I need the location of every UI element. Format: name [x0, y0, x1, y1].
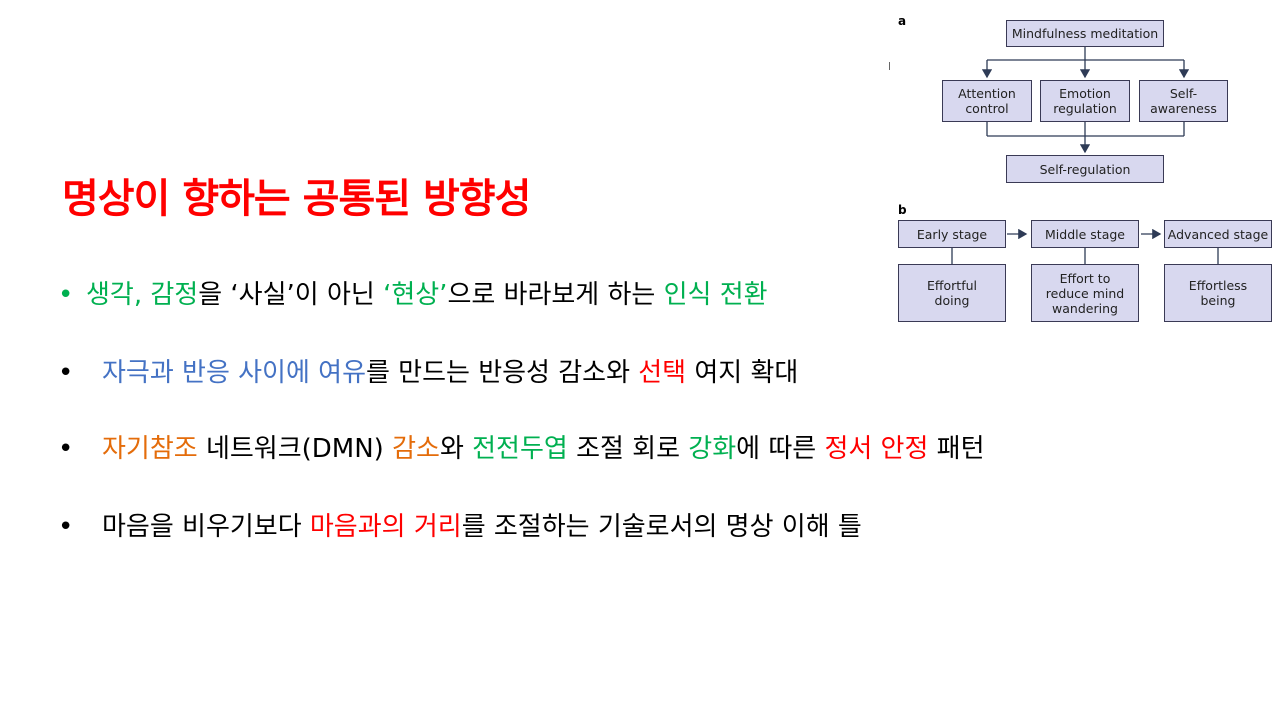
bullet-segment: 인식 전환 [663, 280, 768, 310]
bullet-segment: 으로 바라보게 하는 [447, 280, 664, 310]
bullet-segment: 감소 [392, 434, 440, 464]
box-early-stage: Early stage [898, 220, 1006, 248]
bullet-segment: 생각, 감정 [86, 280, 199, 310]
bullet-item-1: • 생각, 감정을 ‘사실’이 아닌 ‘현상’으로 바라보게 하는 인식 전환 [58, 274, 768, 311]
bullet-segment: 에 따른 [736, 434, 825, 464]
bullet-segment: 를 만드는 반응성 감소와 [366, 358, 639, 388]
bullet-item-2: • 자극과 반응 사이에 여유를 만드는 반응성 감소와 선택 여지 확대 [58, 352, 798, 389]
box-emotion-regulation: Emotion regulation [1040, 80, 1130, 122]
box-reduce-mind-wandering: Effort to reduce mind wandering [1031, 264, 1139, 322]
box-attention-control: Attention control [942, 80, 1032, 122]
bullet-segment: 조절 회로 [567, 434, 689, 464]
bullet-segment: 패턴 [928, 434, 985, 464]
bullet-segment: 정서 안정 [824, 434, 929, 464]
bullet-item-3: • 자기참조 네트워크(DMN) 감소와 전전두엽 조절 회로 강화에 따른 정서… [58, 428, 985, 465]
bullet-text-3: 자기참조 네트워크(DMN) 감소와 전전두엽 조절 회로 강화에 따른 정서 … [102, 434, 985, 464]
bullet-text-4: 마음을 비우기보다 마음과의 거리를 조절하는 기술로서의 명상 이해 틀 [102, 512, 862, 542]
panel-label-a: a [898, 14, 907, 28]
bullet-segment: 네트워크(DMN) [197, 434, 393, 464]
box-self-regulation: Self-regulation [1006, 155, 1164, 183]
bullet-segment: 여지 확대 [686, 358, 799, 388]
bullet-item-4: • 마음을 비우기보다 마음과의 거리를 조절하는 기술로서의 명상 이해 틀 [58, 506, 862, 543]
bullet-segment: 강화 [688, 434, 737, 464]
slide-title: 명상이 향하는 공통된 방향성 [62, 176, 531, 222]
box-advanced-stage: Advanced stage [1164, 220, 1272, 248]
bullet-dot: • [58, 280, 74, 310]
bullet-segment: 선택 [638, 358, 687, 388]
bullet-text-2: 자극과 반응 사이에 여유를 만드는 반응성 감소와 선택 여지 확대 [102, 358, 798, 388]
bullet-dot: • [58, 512, 74, 542]
box-effortless-being: Effortless being [1164, 264, 1272, 322]
bullet-segment: 마음과의 거리 [309, 512, 462, 542]
bullet-text-1: 생각, 감정을 ‘사실’이 아닌 ‘현상’으로 바라보게 하는 인식 전환 [86, 280, 768, 310]
box-self-awareness: Self- awareness [1139, 80, 1228, 122]
bullet-segment: 자극과 반응 사이에 여유 [102, 358, 366, 388]
panel-label-b: b [898, 203, 907, 217]
bullet-segment: 마음을 비우기보다 [102, 512, 310, 542]
bullet-segment: 를 조절하는 기술로서의 명상 이해 틀 [461, 512, 862, 542]
box-mindfulness-meditation: Mindfulness meditation [1006, 20, 1164, 47]
bullet-dot: • [58, 358, 74, 388]
box-effortful-doing: Effortful doing [898, 264, 1006, 322]
bullet-segment: 을 ‘사실’이 아닌 [198, 280, 384, 310]
bullet-segment: 자기참조 [102, 434, 198, 464]
bullet-segment: ‘현상’ [383, 280, 448, 310]
bullet-dot: • [58, 434, 74, 464]
bullet-segment: 와 [439, 434, 473, 464]
bullet-segment: 전전두엽 [472, 434, 568, 464]
divider-mark [889, 62, 890, 70]
box-middle-stage: Middle stage [1031, 220, 1139, 248]
